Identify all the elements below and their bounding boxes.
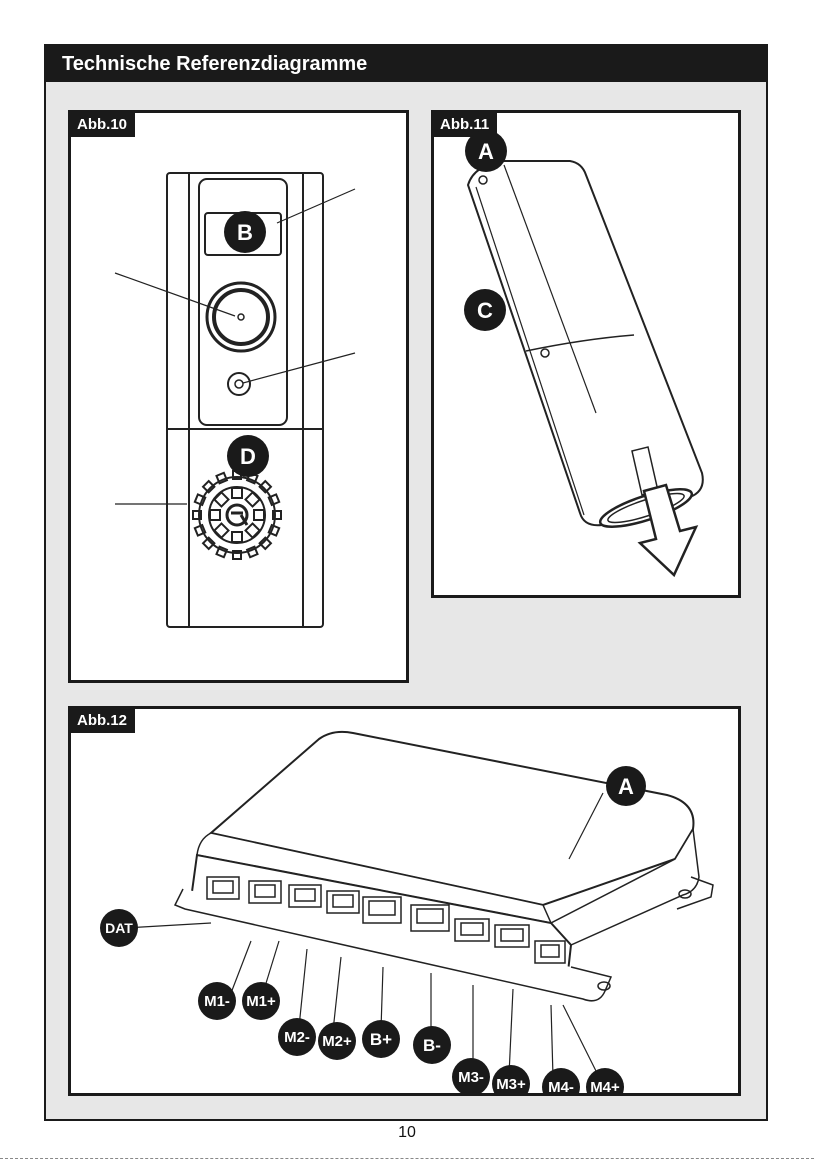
- label-m4-minus: M4-: [548, 1079, 574, 1093]
- label-a-badge: A: [606, 766, 646, 806]
- figure-11-panel: Abb.11 A: [431, 110, 741, 598]
- label-m3-minus: M3-: [458, 1069, 484, 1086]
- label-d-badge: D: [227, 435, 269, 477]
- remote-front-illustration: B D: [71, 113, 406, 680]
- label-m2-plus: M2+: [322, 1033, 352, 1050]
- label-a: A: [618, 774, 634, 799]
- label-b-plus: B+: [370, 1030, 392, 1049]
- page-number: 10: [0, 1124, 814, 1142]
- control-box-illustration: A DAT M1- M1+ M2- M2+ B+ B- M3- M3+ M4- …: [71, 709, 738, 1093]
- reference-diagrams-frame: Technische Referenzdiagramme Abb.10: [44, 44, 768, 1121]
- label-m2-minus: M2-: [284, 1029, 310, 1046]
- label-c: C: [477, 298, 493, 323]
- label-b-badge: B: [224, 211, 266, 253]
- label-m1-plus: M1+: [246, 993, 276, 1010]
- label-m2minus-badge: M2-: [278, 1018, 316, 1056]
- label-c-badge: C: [464, 289, 506, 331]
- remote-battery-illustration: A C: [434, 113, 738, 595]
- label-m3minus-badge: M3-: [452, 1058, 490, 1093]
- label-m4-plus: M4+: [590, 1079, 620, 1093]
- label-m1minus-badge: M1-: [198, 982, 236, 1020]
- label-b-minus: B-: [423, 1036, 441, 1055]
- label-m1plus-badge: M1+: [242, 982, 280, 1020]
- section-title: Technische Referenzdiagramme: [46, 46, 766, 82]
- cut-line: [0, 1158, 814, 1159]
- label-m3-plus: M3+: [496, 1076, 526, 1093]
- label-m4minus-badge: M4-: [542, 1068, 580, 1093]
- label-dat: DAT: [105, 920, 133, 936]
- label-m2plus-badge: M2+: [318, 1022, 356, 1060]
- label-bminus-badge: B-: [413, 1026, 451, 1064]
- label-bplus-badge: B+: [362, 1020, 400, 1058]
- label-a-badge: A: [465, 130, 507, 172]
- label-d: D: [240, 444, 256, 469]
- figure-12-panel: Abb.12: [68, 706, 741, 1096]
- figure-10-panel: Abb.10: [68, 110, 409, 683]
- label-b: B: [237, 220, 253, 245]
- label-m4plus-badge: M4+: [586, 1068, 624, 1093]
- label-m1-minus: M1-: [204, 993, 230, 1010]
- label-a: A: [478, 139, 494, 164]
- label-m3plus-badge: M3+: [492, 1065, 530, 1093]
- label-dat-badge: DAT: [100, 909, 138, 947]
